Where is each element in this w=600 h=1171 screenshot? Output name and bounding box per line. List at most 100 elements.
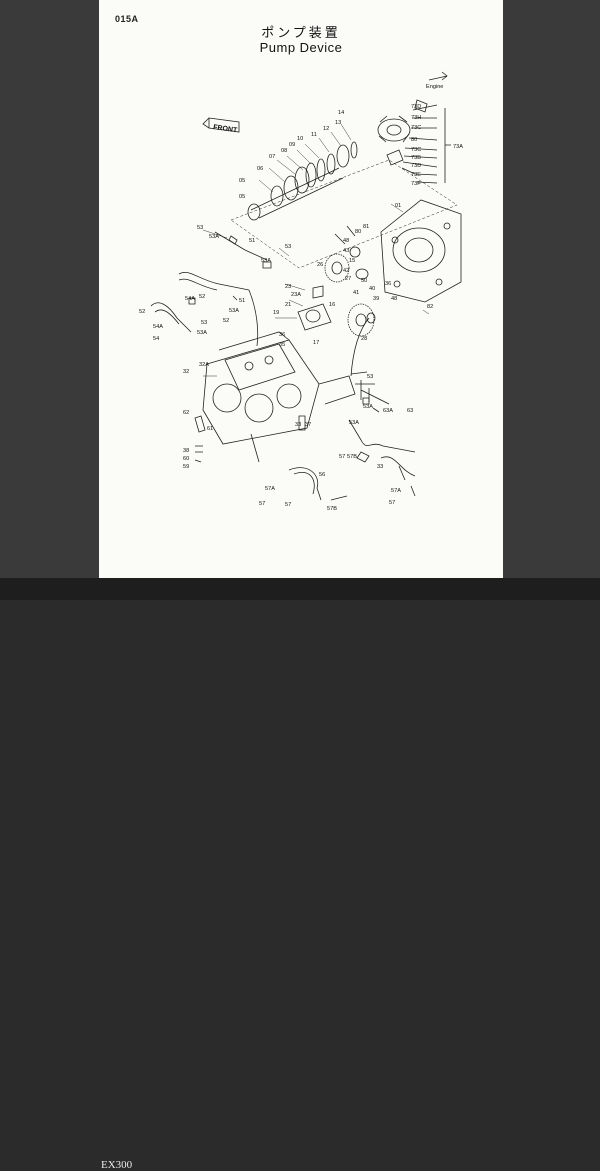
model-name: EX300	[101, 1159, 133, 1171]
exploded-parts-diagram: 05 06 07 08 09 10 11 12 13 14 01 05 15 1…	[139, 71, 463, 512]
part-label: 14	[338, 110, 344, 116]
part-label: 39	[373, 296, 379, 302]
part-label: 73E	[411, 172, 421, 178]
part-label: 73C	[411, 147, 421, 153]
leader-lines	[202, 123, 430, 377]
part-label: 53A	[229, 308, 239, 314]
part-label: 12	[323, 126, 329, 132]
part-label: 54	[153, 336, 159, 342]
part-label: 43	[343, 248, 349, 254]
part-label: 42	[343, 268, 349, 274]
part-label: 53A	[363, 404, 373, 410]
part-label: 53A	[349, 420, 359, 426]
part-label: 05	[239, 194, 245, 200]
part-label: 80	[355, 229, 361, 235]
part-label: 01	[395, 203, 401, 209]
document-viewer: 015A ポンプ装置 Pump Device	[0, 0, 600, 578]
part-label: 53A	[197, 330, 207, 336]
engine-label: Engine	[426, 84, 443, 90]
part-label: 36	[385, 281, 391, 287]
part-number-labels: 05 06 07 08 09 10 11 12 13 14 01 05 15 1…	[139, 84, 463, 512]
part-label: 60	[183, 456, 189, 462]
part-label: 73D	[411, 163, 421, 169]
part-label: 62	[183, 410, 189, 416]
page-title-english: Pump Device	[259, 40, 343, 55]
part-label: 38	[183, 448, 189, 454]
part-label: 53	[285, 244, 291, 250]
part-label: 27	[345, 276, 351, 282]
part-label: 57	[389, 500, 395, 506]
part-label: 23A	[291, 292, 301, 298]
part-label: 73B	[411, 155, 421, 161]
part-label: 53	[197, 225, 203, 231]
part-label: 57B	[347, 454, 357, 460]
part-label: 10	[297, 136, 303, 142]
page-code: 015A	[115, 14, 139, 24]
part-label: 52	[223, 318, 229, 324]
part-label: 53A	[209, 234, 219, 240]
front-direction-flag	[202, 117, 240, 133]
part-label: 37	[305, 422, 311, 428]
part-label: 73C	[411, 125, 421, 131]
part-label: 08	[281, 148, 287, 154]
part-label: 53A	[261, 258, 271, 264]
part-label: 57B	[327, 506, 337, 512]
engine-direction-arrow	[428, 71, 448, 81]
part-label: 51	[239, 298, 245, 304]
part-label: 73A	[453, 144, 463, 150]
shaft-stack	[247, 141, 358, 221]
part-label: 57	[259, 501, 265, 507]
part-label: 54A	[185, 296, 195, 302]
part-label: 06	[257, 166, 263, 172]
piping	[150, 231, 416, 501]
part-label: 81	[363, 224, 369, 230]
part-label: 11	[311, 132, 317, 138]
part-label: 61	[207, 426, 213, 432]
part-label: 51	[249, 238, 255, 244]
front-label: FRONT	[213, 124, 239, 134]
part-label: 59	[183, 464, 189, 470]
part-label: 32A	[199, 362, 209, 368]
main-pump-body	[202, 331, 356, 445]
part-label: 19	[273, 310, 279, 316]
part-label: 82	[427, 304, 433, 310]
part-label: 50	[361, 278, 367, 284]
part-label: 36	[279, 332, 285, 338]
part-label: 63	[407, 408, 413, 414]
part-label: 57A	[265, 486, 275, 492]
part-label: 41	[353, 290, 359, 296]
part-label: 09	[289, 142, 295, 148]
document-page: 015A ポンプ装置 Pump Device	[99, 0, 503, 578]
part-label: 48	[391, 296, 397, 302]
part-label: 35	[279, 342, 285, 348]
part-label: 57	[339, 454, 345, 460]
part-label: 53	[367, 374, 373, 380]
part-label: 56	[319, 472, 325, 478]
part-label: 32	[183, 369, 189, 375]
part-label: 73H	[411, 115, 421, 121]
pump-housing	[380, 199, 462, 303]
part-label: 52	[199, 294, 205, 300]
viewer-footer-bar: EX300	[0, 578, 600, 1171]
part-label: 33	[295, 422, 301, 428]
part-label: 07	[269, 154, 275, 160]
gears	[297, 246, 376, 337]
part-label: 57A	[391, 488, 401, 494]
part-label: 33	[377, 464, 383, 470]
part-label: 23	[285, 284, 291, 290]
part-label: 26	[317, 262, 323, 268]
part-label: 63A	[383, 408, 393, 414]
part-label: 13	[335, 120, 341, 126]
part-label: 57	[285, 502, 291, 508]
part-label: 28	[361, 336, 367, 342]
part-label: 54A	[153, 324, 163, 330]
part-label: 80	[411, 137, 417, 143]
part-label: 40	[369, 286, 375, 292]
page-title-japanese: ポンプ装置	[261, 26, 341, 41]
part-label: 52	[139, 309, 145, 315]
part-label: 21	[285, 302, 291, 308]
coupling-assembly	[377, 99, 451, 184]
part-label: 48	[343, 238, 349, 244]
part-label: 73D	[411, 104, 421, 110]
part-label: 05	[239, 178, 245, 184]
